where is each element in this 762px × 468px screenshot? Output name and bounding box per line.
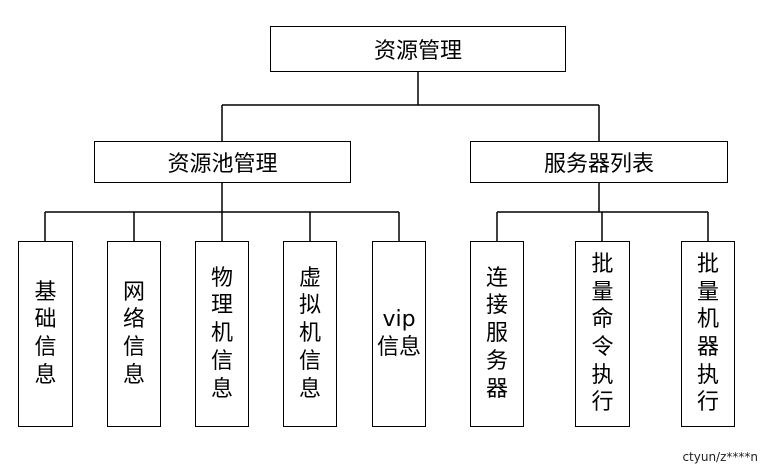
leaf-node-connect-server: 连接服务器 [470, 241, 524, 427]
leaf-label: 物理机信息 [210, 265, 233, 402]
leaf-label: vip信息 [377, 307, 422, 360]
branch-label: 资源池管理 [167, 152, 278, 177]
leaf-node-network-info: 网络信息 [107, 241, 161, 427]
leaf-label: 网络信息 [122, 279, 145, 388]
branch-label: 服务器列表 [543, 152, 654, 177]
root-node: 资源管理 [270, 26, 566, 72]
leaf-node-vip-info: vip信息 [372, 241, 426, 427]
leaf-node-virtual-machine-info: 虚拟机信息 [283, 241, 337, 427]
leaf-label: 连接服务器 [485, 265, 508, 402]
root-label: 资源管理 [373, 39, 462, 64]
branch-node-resource-pool: 资源池管理 [94, 141, 351, 183]
leaf-node-physical-machine-info: 物理机信息 [195, 241, 249, 427]
leaf-label: 基础信息 [34, 279, 57, 388]
leaf-node-batch-command-exec: 批量命令执行 [575, 241, 630, 427]
leaf-label: 批量机器执行 [696, 251, 719, 416]
watermark-text: ctyun/z****n [682, 450, 758, 464]
leaf-label: 虚拟机信息 [298, 265, 321, 402]
branch-node-server-list: 服务器列表 [470, 141, 728, 183]
leaf-label: 批量命令执行 [591, 251, 614, 416]
leaf-node-basic-info: 基础信息 [18, 241, 73, 427]
leaf-node-batch-machine-exec: 批量机器执行 [681, 241, 735, 427]
